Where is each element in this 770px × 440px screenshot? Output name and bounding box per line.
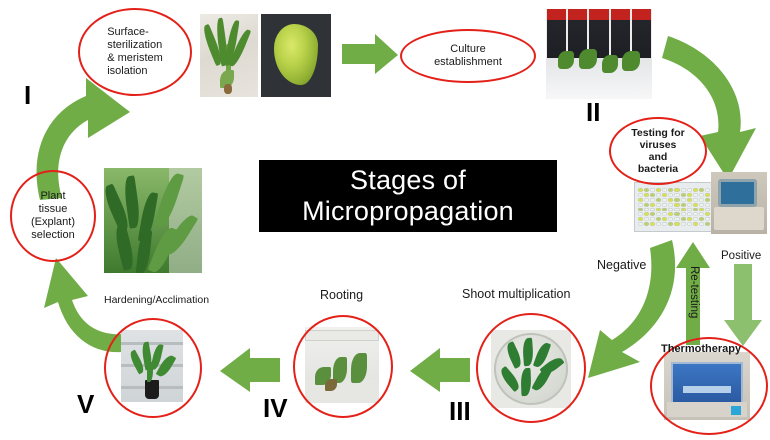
stage-ellipse-testing-viruses-bacteria[interactable]: Testing for viruses and bacteria [609, 117, 707, 185]
photo-culture-tubes [546, 9, 652, 99]
stage-ellipse-plant-tissue-selection[interactable]: Plant tissue (Explant) selection [10, 170, 96, 262]
stage-label-rooting: Rooting [320, 288, 364, 302]
arrow-shoot-to-rooting [410, 348, 470, 392]
stage-label-culture-establishment: Culture establishment [434, 42, 502, 68]
title-line-1: Stages of [350, 165, 466, 195]
title-banner: Stages of Micropropagation [259, 160, 557, 232]
arrow-positive-down [724, 264, 762, 346]
photo-elisa-microplate [634, 182, 714, 232]
stage-numeral-three: III [449, 396, 471, 426]
stage-numeral-four: IV [263, 393, 288, 423]
photo-meristem-explant [261, 14, 331, 97]
arrow-to-culture-establishment [342, 34, 398, 74]
stage-label-hardening-acclimation: Hardening/Acclimation [104, 294, 210, 306]
stage-ellipse-culture-establishment[interactable]: Culture establishment [400, 29, 536, 83]
arrow-rooting-to-hardening [220, 348, 280, 392]
flow-label-retesting: Re-testing [688, 266, 700, 319]
stage-label-surface-sterilization: Surface- sterilization & meristem isolat… [107, 25, 163, 78]
stage-ellipse-surface-sterilization[interactable]: Surface- sterilization & meristem isolat… [78, 8, 192, 96]
photo-mother-plants-field [104, 168, 202, 273]
stage-numeral-two: II [586, 97, 601, 127]
stage-ellipse-thermotherapy[interactable] [650, 337, 768, 435]
title-line-2: Micropropagation [302, 196, 514, 226]
stage-ellipse-shoot-multiplication[interactable] [476, 313, 586, 423]
stage-label-thermotherapy: Thermotherapy [661, 343, 742, 355]
flow-label-negative: Negative [597, 258, 647, 272]
stage-numeral-one: I [24, 80, 32, 110]
stage-label-shoot-multiplication: Shoot multiplication [462, 287, 571, 301]
stage-ellipse-hardening-acclimation[interactable] [104, 318, 202, 418]
stage-ellipse-rooting[interactable] [293, 315, 393, 418]
stage-label-plant-tissue-selection: Plant tissue (Explant) selection [30, 189, 76, 242]
photo-lab-instrument [711, 172, 767, 234]
flow-label-positive: Positive [721, 250, 762, 262]
stage-numeral-five: V [77, 389, 95, 419]
photo-plantlet-on-tissue [200, 14, 258, 97]
stage-label-testing-viruses-bacteria: Testing for viruses and bacteria [631, 127, 685, 175]
